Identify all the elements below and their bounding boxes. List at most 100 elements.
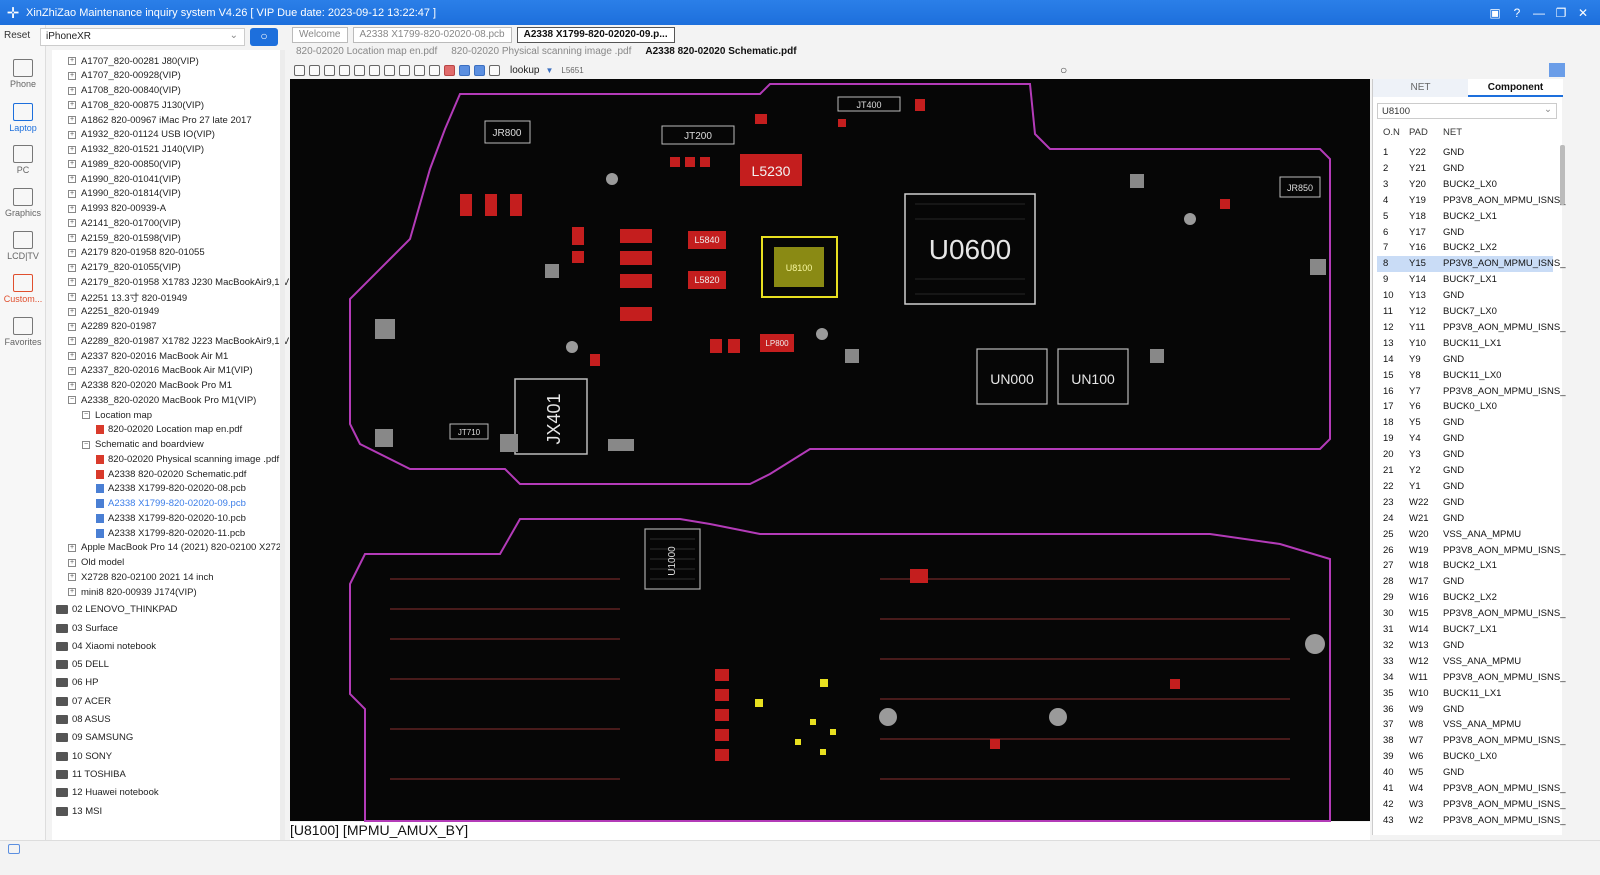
tree-item[interactable]: +Apple MacBook Pro 14 (2021) 820-02100 X… — [68, 541, 281, 555]
collapse-icon[interactable]: − — [82, 440, 90, 449]
tree-item[interactable]: −A2338_820-02020 MacBook Pro M1(VIP) — [68, 393, 256, 407]
tree-folder[interactable]: 10 SONY — [56, 748, 112, 764]
tree-item[interactable]: A2338 820-02020 Schematic.pdf — [96, 467, 246, 481]
expand-icon[interactable]: + — [68, 234, 76, 242]
tree-folder[interactable]: 08 ASUS — [56, 712, 111, 728]
search-button[interactable]: ○ — [250, 28, 278, 46]
expand-icon[interactable]: + — [68, 337, 76, 346]
speaker-icon[interactable] — [8, 844, 20, 854]
fit-icon[interactable] — [339, 65, 350, 76]
expand-icon[interactable]: + — [68, 57, 76, 65]
tree-item[interactable]: +A2338 820-02020 MacBook Pro M1 — [68, 379, 232, 393]
expand-icon[interactable]: + — [68, 558, 76, 567]
tree-item[interactable]: +A1707_820-00928(VIP) — [68, 69, 181, 83]
model-select[interactable]: iPhoneXR ⌄ — [40, 28, 245, 46]
paint-icon[interactable] — [399, 65, 410, 76]
connector-jt400[interactable] — [837, 96, 901, 112]
copy-icon[interactable] — [369, 65, 380, 76]
tree-folder[interactable]: 13 MSI — [56, 803, 102, 819]
tree-item[interactable]: +A2141_820-01700(VIP) — [68, 216, 181, 230]
highlight-icon[interactable] — [444, 65, 455, 76]
tree-scrollbar[interactable] — [280, 50, 285, 840]
tree-item[interactable]: +A1932_820-01521 J140(VIP) — [68, 143, 204, 157]
chip-u1000[interactable] — [644, 528, 701, 590]
tree-item[interactable]: +A2337 820-02016 MacBook Air M1 — [68, 349, 228, 363]
tab-pcb-08[interactable]: A2338 X1799-820-02020-08.pcb — [352, 27, 512, 43]
expand-icon[interactable]: + — [68, 204, 76, 213]
tree-item[interactable]: +A2159_820-01598(VIP) — [68, 231, 181, 245]
layer-bottom-icon[interactable] — [474, 65, 485, 76]
tree-folder[interactable]: 12 Huawei notebook — [56, 785, 159, 801]
tree-item[interactable]: +A1993 820-00939-A — [68, 202, 166, 216]
panel-scrollbar[interactable] — [1560, 145, 1565, 205]
expand-icon[interactable]: + — [68, 248, 76, 257]
connector-jr800[interactable] — [484, 120, 531, 144]
tree-item[interactable]: 820-02020 Location map en.pdf — [96, 423, 242, 437]
expand-icon[interactable]: + — [68, 189, 76, 198]
layer-top-icon[interactable] — [459, 65, 470, 76]
tree-item[interactable]: +A2251_820-01949 — [68, 305, 159, 319]
tree-item[interactable]: A2338 X1799-820-02020-09.pcb — [96, 497, 246, 511]
expand-icon[interactable]: + — [68, 86, 76, 95]
expand-icon[interactable]: + — [68, 219, 76, 228]
tree-item[interactable]: −Location map — [82, 408, 152, 422]
tree-item[interactable]: 820-02020 Physical scanning image .pdf — [96, 452, 279, 466]
expand-icon[interactable]: + — [68, 543, 76, 552]
chip-un000[interactable] — [976, 348, 1048, 405]
toolbar-search-icon[interactable]: ○ — [1060, 63, 1068, 77]
restore-icon[interactable]: ❐ — [1555, 5, 1567, 20]
inductor-l5820[interactable] — [688, 271, 726, 289]
tree-item[interactable]: +A2179_820-01055(VIP) — [68, 261, 181, 275]
file-tab-schematic[interactable]: A2338 820-02020 Schematic.pdf — [645, 46, 797, 57]
tree-item[interactable]: +A1862 820-00967 iMac Pro 27 late 2017 — [68, 113, 252, 127]
tree-item[interactable]: +A2337_820-02016 MacBook Air M1(VIP) — [68, 364, 253, 378]
mirror-icon[interactable] — [429, 65, 440, 76]
tree-item[interactable]: +A2289_820-01987 X1782 J223 MacBookAir9,… — [68, 334, 289, 348]
layer-toggle-icon[interactable] — [1549, 63, 1565, 77]
tree-folder[interactable]: 06 HP — [56, 675, 98, 691]
tree-item[interactable]: +A1708_820-00875 J130(VIP) — [68, 98, 204, 112]
minimize-icon[interactable]: — — [1533, 5, 1545, 20]
delete-icon[interactable] — [384, 65, 395, 76]
tree-item[interactable]: +Old model — [68, 556, 124, 570]
expand-icon[interactable]: + — [68, 263, 76, 272]
tree-folder[interactable]: 04 Xiaomi notebook — [56, 638, 156, 654]
tree-folder[interactable]: 09 SAMSUNG — [56, 730, 133, 746]
tree-item[interactable]: +A2179_820-01958 X1783 J230 MacBookAir9,… — [68, 275, 289, 289]
trash-icon[interactable] — [489, 65, 500, 76]
tree-folder[interactable]: 03 Surface — [56, 620, 118, 636]
chip-un100[interactable] — [1057, 348, 1129, 405]
expand-icon[interactable]: + — [68, 175, 76, 183]
tree-item[interactable]: +A1990_820-01041(VIP) — [68, 172, 181, 186]
tree-item[interactable]: +A1707_820-00281 J80(VIP) — [68, 54, 199, 68]
tree-folder[interactable]: 05 DELL — [56, 657, 109, 673]
connector-jt710[interactable] — [449, 423, 489, 440]
expand-icon[interactable]: + — [68, 278, 76, 287]
tree-item[interactable]: −Schematic and boardview — [82, 438, 204, 452]
lookup-dropdown-icon[interactable]: ▼ — [545, 66, 554, 75]
rail-item-favorites[interactable]: Favorites — [0, 313, 46, 357]
rail-item-lcdtv[interactable]: LCD|TV — [0, 227, 46, 271]
inductor-l5230[interactable] — [740, 154, 802, 186]
rail-item-laptop[interactable]: Laptop — [0, 99, 46, 143]
